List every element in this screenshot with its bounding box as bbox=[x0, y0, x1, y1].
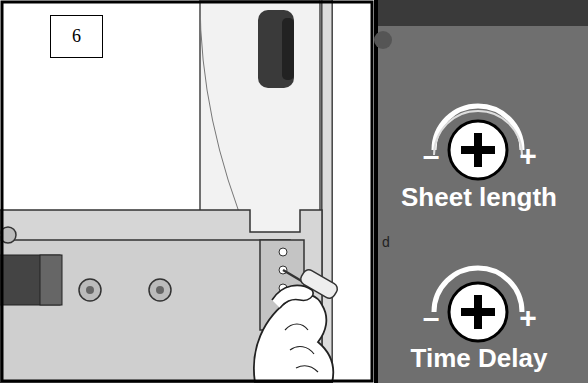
minus-sign: – bbox=[423, 139, 440, 173]
minus-sign: – bbox=[423, 301, 440, 335]
step-number-box: 6 bbox=[50, 15, 103, 58]
step-number: 6 bbox=[72, 26, 81, 47]
plus-sign: + bbox=[519, 139, 537, 173]
dial-label: Time Delay bbox=[411, 343, 548, 374]
cut-letter: d bbox=[382, 234, 390, 250]
plus-sign: + bbox=[519, 301, 537, 335]
dial-label: Sheet length bbox=[401, 182, 557, 213]
